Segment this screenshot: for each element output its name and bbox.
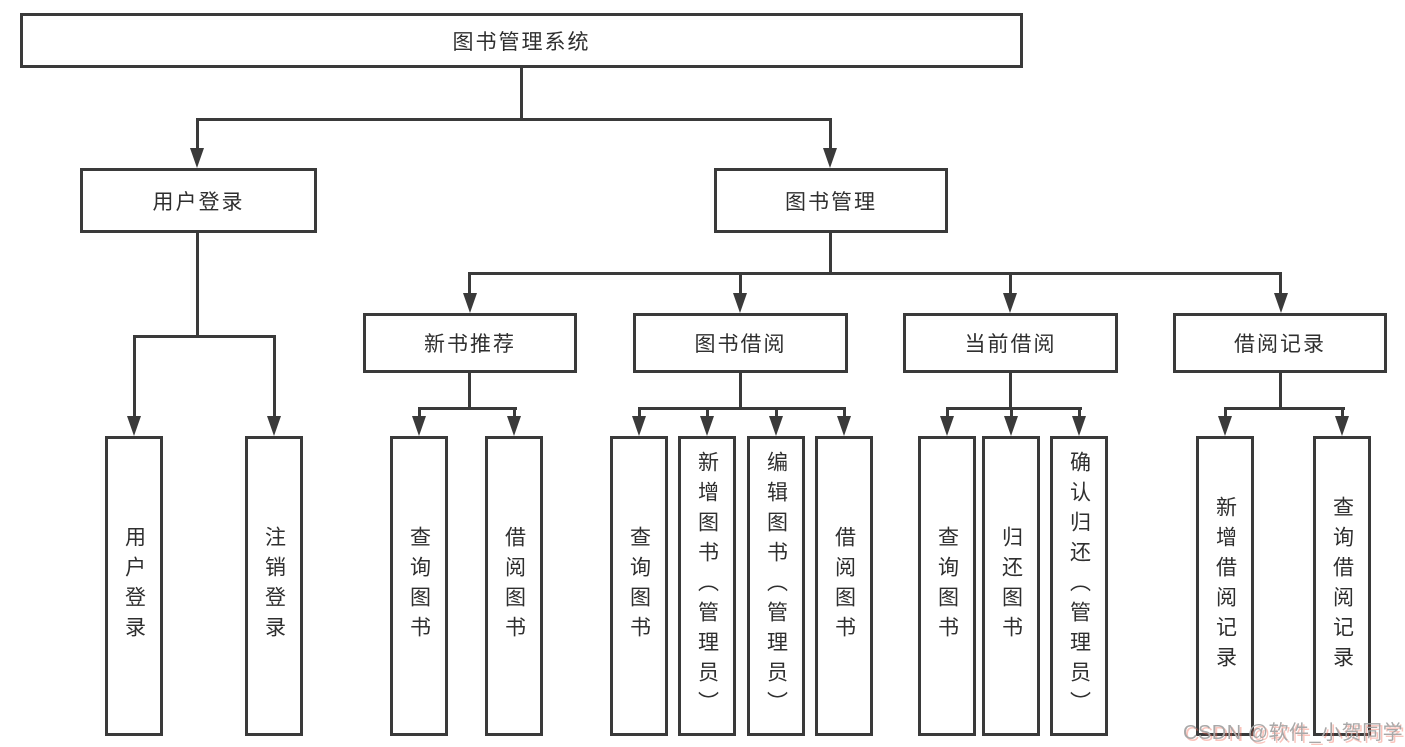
- leaf-query-borrow-record: 查询借阅记录: [1313, 436, 1371, 736]
- csdn-watermark: CSDN @软件_小贺同学: [1183, 722, 1404, 744]
- leaf-borrow-books-label: 借阅图书: [502, 526, 526, 646]
- node-book-management-label: 图书管理: [785, 190, 877, 214]
- leaf-return-book-label: 归还图书: [999, 526, 1023, 646]
- leaf-add-borrow-record: 新增借阅记录: [1196, 436, 1254, 736]
- connector-user-login-drop: [196, 118, 199, 150]
- arrow-to-edit-book-admin: [769, 416, 783, 436]
- connector-new-book-stem: [468, 371, 471, 410]
- connector-br-query-drop: [1341, 407, 1344, 419]
- leaf-logout-label: 注销登录: [262, 526, 286, 646]
- arrow-to-leaf-user-login: [127, 416, 141, 436]
- connector-new-book-rail: [418, 407, 517, 410]
- arrow-to-query-borrow-record: [1335, 416, 1349, 436]
- connector-br-add-drop: [1224, 407, 1227, 419]
- leaf-query-books-3: 查询图书: [918, 436, 976, 736]
- connector-borrow-records-stem: [1279, 371, 1282, 410]
- connector-book-borrow-rail: [638, 407, 846, 410]
- connector-level3-rail: [468, 272, 1282, 275]
- connector-cb-confirm-drop: [1078, 407, 1081, 419]
- leaf-query-books-2: 查询图书: [610, 436, 668, 736]
- node-book-management: 图书管理: [714, 168, 948, 233]
- arrow-to-query-books-3: [940, 416, 954, 436]
- connector-cb-query-drop: [946, 407, 949, 419]
- node-borrowing-records-label: 借阅记录: [1234, 333, 1326, 356]
- node-current-borrowing-label: 当前借阅: [964, 333, 1057, 356]
- node-new-book-recommendation: 新书推荐: [363, 313, 577, 373]
- connector-user-login-rail: [133, 335, 276, 338]
- leaf-confirm-return-admin: 确认归还（管理员）: [1050, 436, 1108, 736]
- arrow-to-current-borrowing: [1003, 293, 1017, 313]
- arrow-to-add-borrow-record: [1218, 416, 1232, 436]
- node-library-system-label: 图书管理系统: [452, 30, 591, 54]
- connector-nb-query-drop: [418, 407, 421, 419]
- connector-new-book-drop: [468, 272, 471, 295]
- leaf-return-book: 归还图书: [982, 436, 1040, 736]
- arrow-to-borrow-books: [507, 416, 521, 436]
- arrow-to-return-book: [1004, 416, 1018, 436]
- leaf-add-book-admin-label: 新增图书（管理员）: [695, 451, 719, 721]
- leaf-logout: 注销登录: [245, 436, 303, 736]
- connector-bb-add-drop: [706, 407, 709, 419]
- connector-bb-edit-drop: [775, 407, 778, 419]
- arrow-to-borrow-books-2: [837, 416, 851, 436]
- leaf-borrow-books-2: 借阅图书: [815, 436, 873, 736]
- arrow-to-query-books-2: [632, 416, 646, 436]
- leaf-query-books-label: 查询图书: [407, 526, 431, 646]
- connector-level2-rail: [196, 118, 832, 121]
- arrow-to-user-login: [190, 148, 204, 168]
- arrow-to-new-book-recommendation: [463, 293, 477, 313]
- leaf-query-books-3-label: 查询图书: [935, 526, 959, 646]
- connector-leaf-logout-drop: [273, 335, 276, 418]
- connector-current-borrow-stem: [1009, 371, 1012, 410]
- connector-root-stem: [520, 66, 523, 118]
- connector-current-borrow-rail: [946, 407, 1082, 410]
- arrow-to-query-books: [412, 416, 426, 436]
- connector-cb-return-drop: [1010, 407, 1013, 419]
- connector-borrow-records-rail: [1224, 407, 1345, 410]
- leaf-query-borrow-record-label: 查询借阅记录: [1330, 496, 1354, 676]
- leaf-query-books: 查询图书: [390, 436, 448, 736]
- node-book-borrowing: 图书借阅: [633, 313, 848, 373]
- leaf-edit-book-admin: 编辑图书（管理员）: [747, 436, 805, 736]
- leaf-user-login-label: 用户登录: [122, 526, 146, 646]
- arrow-to-confirm-return-admin: [1072, 416, 1086, 436]
- node-user-login-label: 用户登录: [152, 190, 245, 214]
- leaf-query-books-2-label: 查询图书: [627, 526, 651, 646]
- connector-user-login-stem: [196, 231, 199, 338]
- leaf-add-borrow-record-label: 新增借阅记录: [1213, 496, 1237, 676]
- connector-nb-borrow-drop: [513, 407, 516, 419]
- node-current-borrowing: 当前借阅: [903, 313, 1118, 373]
- leaf-borrow-books: 借阅图书: [485, 436, 543, 736]
- node-borrowing-records: 借阅记录: [1173, 313, 1387, 373]
- connector-borrow-records-drop: [1279, 272, 1282, 295]
- connector-book-management-stem: [829, 231, 832, 275]
- connector-book-management-drop: [829, 118, 832, 150]
- leaf-confirm-return-admin-label: 确认归还（管理员）: [1067, 451, 1091, 721]
- node-user-login: 用户登录: [80, 168, 317, 233]
- arrow-to-borrowing-records: [1274, 293, 1288, 313]
- connector-book-borrow-drop: [739, 272, 742, 295]
- connector-leaf-user-login-drop: [133, 335, 136, 418]
- node-library-system: 图书管理系统: [20, 13, 1023, 68]
- connector-current-borrow-drop: [1009, 272, 1012, 295]
- arrow-to-leaf-logout: [267, 416, 281, 436]
- connector-book-borrow-stem: [739, 371, 742, 410]
- leaf-user-login: 用户登录: [105, 436, 163, 736]
- connector-bb-query-drop: [638, 407, 641, 419]
- arrow-to-book-management: [823, 148, 837, 168]
- arrow-to-book-borrowing: [733, 293, 747, 313]
- leaf-borrow-books-2-label: 借阅图书: [832, 526, 856, 646]
- node-new-book-recommendation-label: 新书推荐: [424, 333, 516, 356]
- arrow-to-add-book-admin: [700, 416, 714, 436]
- leaf-add-book-admin: 新增图书（管理员）: [678, 436, 736, 736]
- leaf-edit-book-admin-label: 编辑图书（管理员）: [764, 451, 788, 721]
- connector-bb-borrow-drop: [843, 407, 846, 419]
- node-book-borrowing-label: 图书借阅: [694, 333, 787, 356]
